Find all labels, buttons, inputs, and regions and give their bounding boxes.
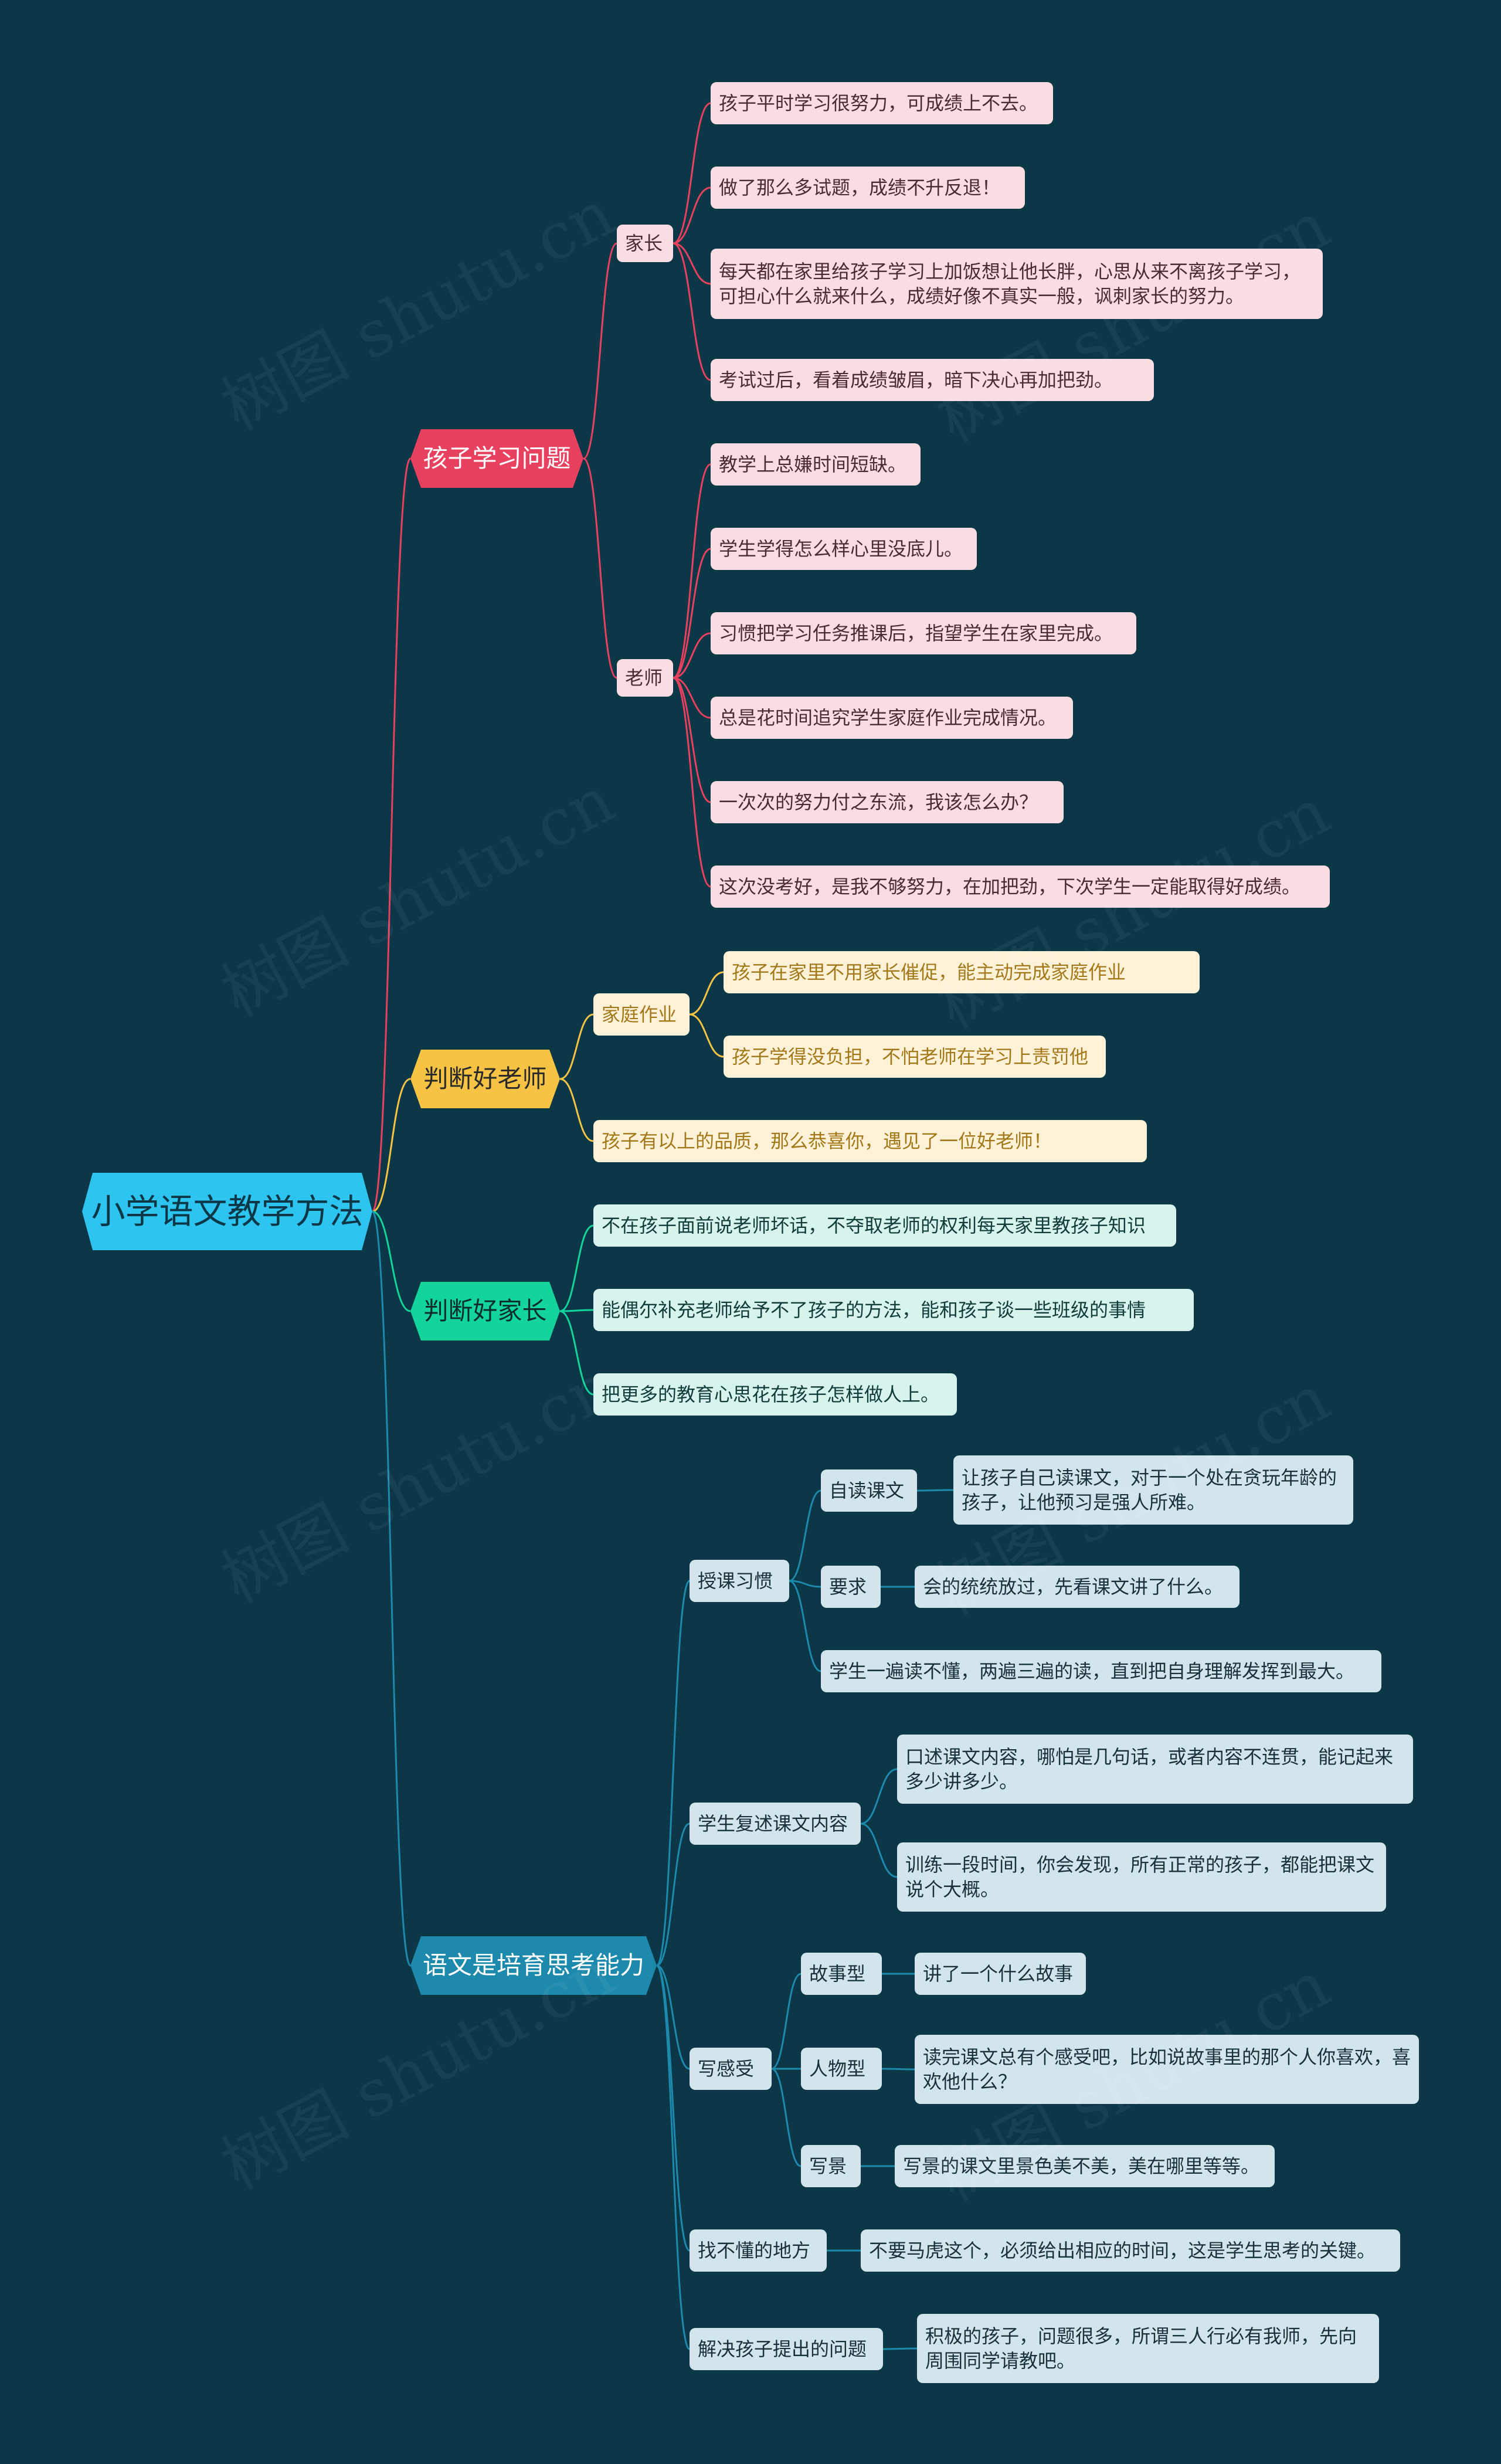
connector [673,242,711,285]
leaf-solve-questions[interactable]: 积极的孩子，问题很多，所谓三人行必有我师，先向周围同学请教吧。 [917,2314,1379,2383]
leaf-parent-4[interactable]: 考试过后，看着成绩皱眉，暗下决心再加把劲。 [711,359,1154,401]
leaf-scenery[interactable]: 写景的课文里景色美不美，美在哪里等等。 [895,2145,1275,2187]
topic-parent[interactable]: 家长 [617,225,673,262]
leaf-person-type[interactable]: 读完课文总有个感受吧，比如说故事里的那个人你喜欢，喜欢他什么？ [915,2035,1419,2104]
connector [689,1013,724,1058]
connector [860,1768,898,1825]
leaf-parent-2[interactable]: 做了那么多试题，成绩不升反退！ [711,167,1025,209]
connector [372,1210,411,1312]
connector [789,1489,821,1582]
leaf-good-parent-1[interactable]: 不在孩子面前说老师坏话，不夺取老师的权利每天家里教孩子知识 [593,1204,1176,1247]
connector [656,1964,690,2070]
topic-find-unknown[interactable]: 找不懂的地方 [690,2229,827,2272]
connector [559,1013,594,1080]
connector [771,1973,802,2070]
connector [673,186,711,245]
connector [371,1210,412,1967]
root-topic[interactable]: 小学语文教学方法 [82,1173,372,1250]
topic-write-feelings[interactable]: 写感受 [690,2048,772,2090]
leaf-homework-2[interactable]: 孩子学得没负担，不怕老师在学习上责罚他 [724,1036,1106,1078]
leaf-teacher-2[interactable]: 学生学得怎么样心里没底儿。 [711,528,977,570]
connector [673,463,711,679]
leaf-good-parent-2[interactable]: 能偶尔补充老师给予不了孩子的方法，能和孩子谈一些班级的事情 [593,1289,1194,1331]
leaf-find-unknown[interactable]: 不要马虎这个，必须给出相应的时间，这是学生思考的关键。 [861,2229,1400,2272]
connector [673,677,711,888]
connector [771,2068,802,2167]
leaf-requirement[interactable]: 会的统统放过，先看课文讲了什么。 [915,1566,1239,1608]
connector [656,1964,691,2350]
connector [673,677,711,719]
topic-self-reading[interactable]: 自读课文 [821,1469,917,1512]
leaf-story-type[interactable]: 讲了一个什么故事 [915,1953,1086,1995]
topic-story-type[interactable]: 故事型 [801,1953,882,1995]
connector [656,1822,690,1967]
leaf-repeated-reading[interactable]: 学生一遍读不懂，两遍三遍的读，直到把自身理解发挥到最大。 [821,1650,1381,1692]
connector [372,1078,411,1213]
connector [583,242,617,460]
leaf-parent-3[interactable]: 每天都在家里给孩子学习上加饭想让他长胖，心思从来不离孩子学习，可担心什么就来什么… [711,249,1323,319]
leaf-retell-1[interactable]: 口述课文内容，哪怕是几句话，或者内容不连贯，能记起来多少讲多少。 [897,1735,1413,1804]
connector [789,1580,821,1672]
connector [559,1310,594,1396]
branch-child-learning-problems[interactable]: 孩子学习问题 [410,429,583,488]
leaf-homework-1[interactable]: 孩子在家里不用家长催促，能主动完成家庭作业 [724,951,1200,993]
connector [689,971,724,1016]
topic-teacher[interactable]: 老师 [617,659,673,697]
topic-homework[interactable]: 家庭作业 [593,993,690,1036]
topic-requirement[interactable]: 要求 [821,1566,881,1608]
leaf-parent-1[interactable]: 孩子平时学习很努力，可成绩上不去。 [711,82,1053,124]
connector [673,242,711,381]
connector [559,1078,594,1142]
connector [656,1580,691,1967]
connector [559,1309,594,1312]
topic-person-type[interactable]: 人物型 [801,2048,882,2090]
connector [559,1224,594,1312]
connector [673,102,711,245]
connector [789,1580,821,1588]
topic-teaching-habit[interactable]: 授课习惯 [690,1560,789,1602]
connector [673,548,711,679]
connector [916,1489,954,1492]
leaf-self-reading[interactable]: 让孩子自己读课文，对于一个处在贪玩年龄的孩子，让他预习是强人所难。 [953,1455,1353,1525]
leaf-retell-2[interactable]: 训练一段时间，你会发现，所有正常的孩子，都能把课文说个大概。 [897,1842,1386,1912]
connector [673,632,711,679]
leaf-teacher-3[interactable]: 习惯把学习任务推课后，指望学生在家里完成。 [711,612,1136,654]
branch-good-parent[interactable]: 判断好家长 [410,1282,560,1340]
topic-scenery[interactable]: 写景 [801,2145,861,2187]
leaf-good-parent-3[interactable]: 把更多的教育心思花在孩子怎样做人上。 [593,1373,957,1416]
connector [673,677,711,803]
connector [656,1964,690,2252]
connector [860,1822,898,1878]
branch-thinking-ability[interactable]: 语文是培育思考能力 [410,1936,657,1995]
connector [583,457,617,679]
connector [371,457,412,1213]
topic-retell[interactable]: 学生复述课文内容 [690,1803,861,1845]
topic-solve-questions[interactable]: 解决孩子提出的问题 [690,2328,883,2370]
leaf-teacher-6[interactable]: 这次没考好，是我不够努力，在加把劲，下次学生一定能取得好成绩。 [711,866,1330,908]
branch-good-teacher[interactable]: 判断好老师 [410,1050,560,1108]
leaf-teacher-5[interactable]: 一次次的努力付之东流，我该怎么办？ [711,781,1064,823]
leaf-good-teacher-summary[interactable]: 孩子有以上的品质，那么恭喜你，遇见了一位好老师！ [593,1120,1147,1162]
leaf-teacher-4[interactable]: 总是花时间追究学生家庭作业完成情况。 [711,697,1073,739]
leaf-teacher-1[interactable]: 教学上总嫌时间短缺。 [711,443,921,486]
connector [882,2347,918,2350]
